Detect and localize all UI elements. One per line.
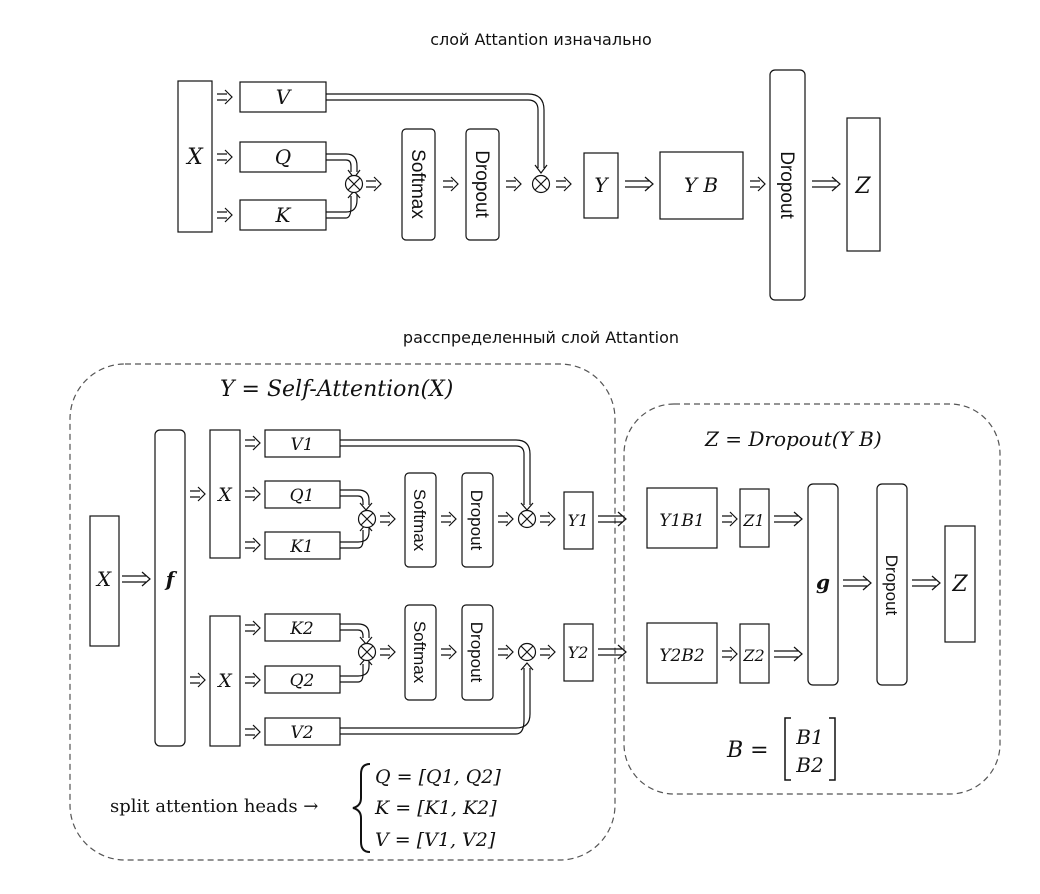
head2-k-box <box>264 613 341 642</box>
head1-x-label: X <box>216 484 233 506</box>
top-yb-box <box>659 151 744 220</box>
top-softmax-box <box>401 128 436 241</box>
top-v-box <box>239 81 327 113</box>
head1-k-box <box>264 531 341 560</box>
b-bracket-right <box>829 717 836 781</box>
top-caption: слой Attantion изначально <box>430 30 652 49</box>
head1-v-box <box>264 429 341 458</box>
head2-k-label: K2 <box>289 619 314 639</box>
g-box <box>807 483 839 686</box>
self-attention-title: Y = Self-Attention(X) <box>220 377 453 402</box>
head2-dropout-label: Dropout <box>467 622 486 683</box>
top-x-label: X <box>185 145 204 170</box>
head2-dropout-box <box>461 604 494 701</box>
top-k-box <box>239 199 327 231</box>
head1-dropout-label: Dropout <box>467 490 486 551</box>
head2-q-box <box>264 665 341 694</box>
top-v-label: V <box>276 85 293 109</box>
head1-yb-box <box>646 487 718 549</box>
head1-y-box <box>563 491 594 550</box>
dropout-region <box>623 403 1001 795</box>
head2-y-box <box>563 623 594 682</box>
top-q-box <box>239 141 327 173</box>
f-label: f <box>164 567 178 591</box>
top-y-box <box>583 152 619 219</box>
top-z-label: Z <box>854 174 871 199</box>
final-z-label: Z <box>951 572 968 597</box>
b2-label: B2 <box>795 753 823 777</box>
top-x-box <box>177 80 213 233</box>
head1-q-box <box>264 480 341 509</box>
head1-z-label: Z1 <box>742 511 764 530</box>
self-attention-region <box>69 363 616 861</box>
head1-z-box <box>739 488 770 548</box>
split-q-equation: Q = [Q1, Q2] <box>375 766 501 788</box>
head2-x-box <box>209 615 241 747</box>
head1-y-label: Y1 <box>568 511 589 530</box>
head2-q-label: Q2 <box>290 671 315 691</box>
bottom-diagram: Y = Self-Attention(X) Z = Dropout(Y B) X… <box>69 363 1001 861</box>
b1-label: B1 <box>795 725 823 749</box>
head2-z-box <box>739 623 770 684</box>
head2-softmax-box <box>404 604 437 701</box>
top-yb-label: Y B <box>684 173 718 197</box>
split-v-equation: V = [V1, V2] <box>375 829 496 851</box>
top-softmax-label: Softmax <box>407 149 428 219</box>
head1-x-box <box>209 429 241 559</box>
top-dropout2-box <box>769 69 806 301</box>
top-dropout1-label: Dropout <box>471 150 492 218</box>
head1-yb-label: Y1B1 <box>659 511 704 531</box>
head2-z-label: Z2 <box>742 646 764 665</box>
split-k-equation: K = [K1, K2] <box>374 797 497 819</box>
final-dropout-label: Dropout <box>882 555 901 616</box>
top-k-label: K <box>275 203 292 227</box>
bottom-caption: расспределенный слой Attantion <box>403 328 679 347</box>
head2-v-box <box>264 717 341 746</box>
b-bracket-left <box>784 717 791 781</box>
final-z-box <box>944 525 976 643</box>
top-dropout2-label: Dropout <box>776 151 797 219</box>
f-box <box>154 429 186 747</box>
head1-q-label: Q1 <box>290 486 315 506</box>
split-heads-label: split attention heads → <box>110 796 318 817</box>
head1-softmax-box <box>404 472 437 568</box>
head1-softmax-label: Softmax <box>410 489 429 552</box>
head2-softmax-label: Softmax <box>410 621 429 684</box>
head1-k-label: K1 <box>289 537 314 557</box>
head2-x-label: X <box>216 670 233 692</box>
top-y-label: Y <box>594 173 609 197</box>
top-z-box <box>846 117 881 252</box>
head2-v-label: V2 <box>290 723 313 743</box>
top-dropout1-box <box>465 128 500 241</box>
split-brace <box>352 763 371 853</box>
head2-yb-box <box>646 622 718 684</box>
b-equation-label: B = <box>726 738 769 763</box>
top-diagram: X V Q K Softmax Dropout Y <box>177 69 881 301</box>
bottom-x-input-box <box>89 515 120 647</box>
head2-yb-label: Y2B2 <box>659 646 704 666</box>
head1-dropout-box <box>461 472 494 568</box>
g-label: g <box>816 570 830 594</box>
head2-y-label: Y2 <box>568 643 589 662</box>
dropout-title: Z = Dropout(Y B) <box>704 427 882 451</box>
final-dropout-box <box>876 483 908 686</box>
head1-v-label: V1 <box>290 435 313 455</box>
bottom-x-input-label: X <box>95 567 112 591</box>
top-q-label: Q <box>275 145 291 169</box>
